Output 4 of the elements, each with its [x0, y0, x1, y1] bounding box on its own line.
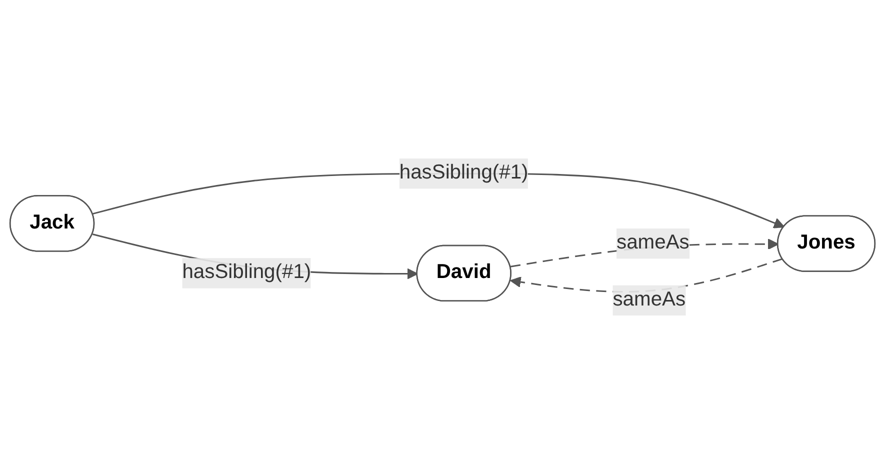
edge-label: hasSibling(#1): [399, 162, 528, 184]
edge-label: sameAs: [612, 289, 686, 310]
edge-label: sameAs: [616, 232, 690, 254]
edge-label: hasSibling(#1): [182, 262, 312, 284]
